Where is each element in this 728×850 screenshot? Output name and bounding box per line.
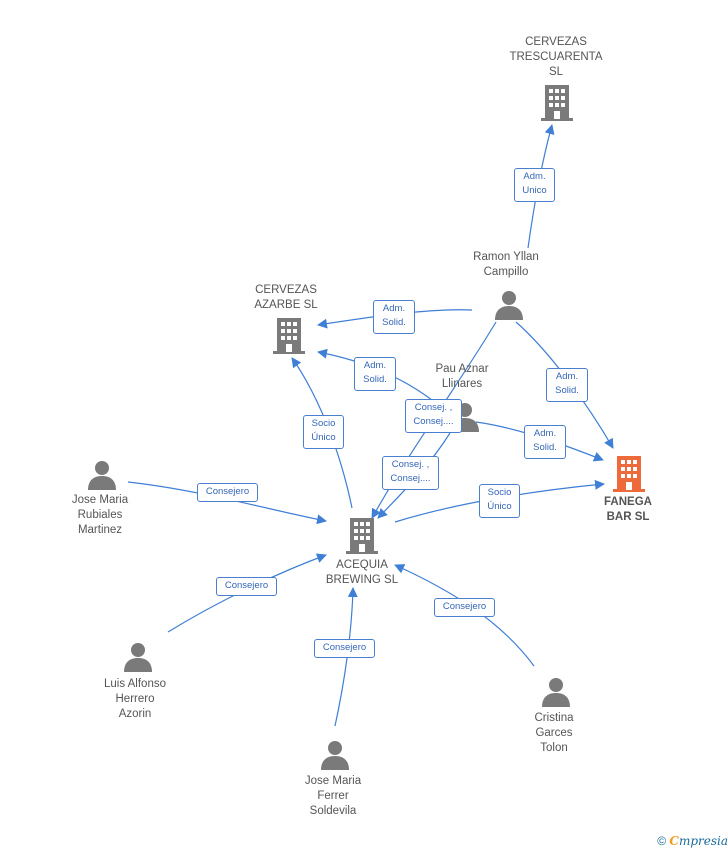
node-label-fanega-bar[interactable]: FANEGA BAR SL [604,496,652,523]
node-label-luis-alfonso[interactable]: Luis Alfonso Herrero Azorin [103,678,166,720]
edge-label-pau-acequia[interactable]: Consej. , Consej.... [382,456,439,490]
edge-label-pau-fanega[interactable]: Adm. Solid. [524,425,566,459]
node-label-cristina-garces[interactable]: Cristina Garces Tolon [534,712,574,754]
person-icon [495,291,523,320]
edge-label-ferrer-acequia[interactable]: Consejero [314,639,375,658]
edge-label-luis-acequia[interactable]: Consejero [216,577,277,596]
edge-label-ramon-fanega[interactable]: Adm. Solid. [546,368,588,402]
edge-label-acequia-fanega[interactable]: Socio Único [479,484,520,518]
node-label-jose-rubiales[interactable]: Jose Maria Rubiales Martinez [71,494,129,536]
building-highlight-icon [613,456,645,492]
edge-label-ramon-azarbe[interactable]: Adm. Solid. [373,300,415,334]
building-icon [346,518,378,554]
empresia-logo[interactable]: Cmpresia [669,834,728,848]
person-icon [321,741,349,770]
node-label-jose-ferrer[interactable]: Jose Maria Ferrer Soldevila [304,775,362,817]
person-icon [88,461,116,490]
node-label-ramon-yllan[interactable]: Ramon Yllan Campillo [473,251,539,278]
edge-label-ramon-trescuarenta[interactable]: Adm. Unico [514,168,555,202]
building-icon [541,85,573,121]
node-label-cervezas-azarbe[interactable]: CERVEZAS AZARBE SL [254,284,318,311]
person-icon [124,643,152,672]
edge-label-rubiales-acequia[interactable]: Consejero [197,483,258,502]
edge-label-cristina-acequia[interactable]: Consejero [434,598,495,617]
copyright-icon: © [657,834,667,848]
node-label-pau-aznar[interactable]: Pau Aznar Llinares [435,363,489,390]
building-icon [273,318,305,354]
node-label-cervezas-trescuarenta[interactable]: CERVEZAS TRESCUARENTA SL [509,36,603,78]
edge-label-pau-azarbe[interactable]: Adm. Solid. [354,357,396,391]
footer-brand: © Cmpresia [657,834,728,848]
edge-label-ramon-acequia[interactable]: Consej. , Consej.... [405,399,462,433]
edge-label-acequia-azarbe[interactable]: Socio Único [303,415,344,449]
node-label-acequia-brewing[interactable]: ACEQUIA BREWING SL [325,559,399,586]
person-icon [542,678,570,707]
